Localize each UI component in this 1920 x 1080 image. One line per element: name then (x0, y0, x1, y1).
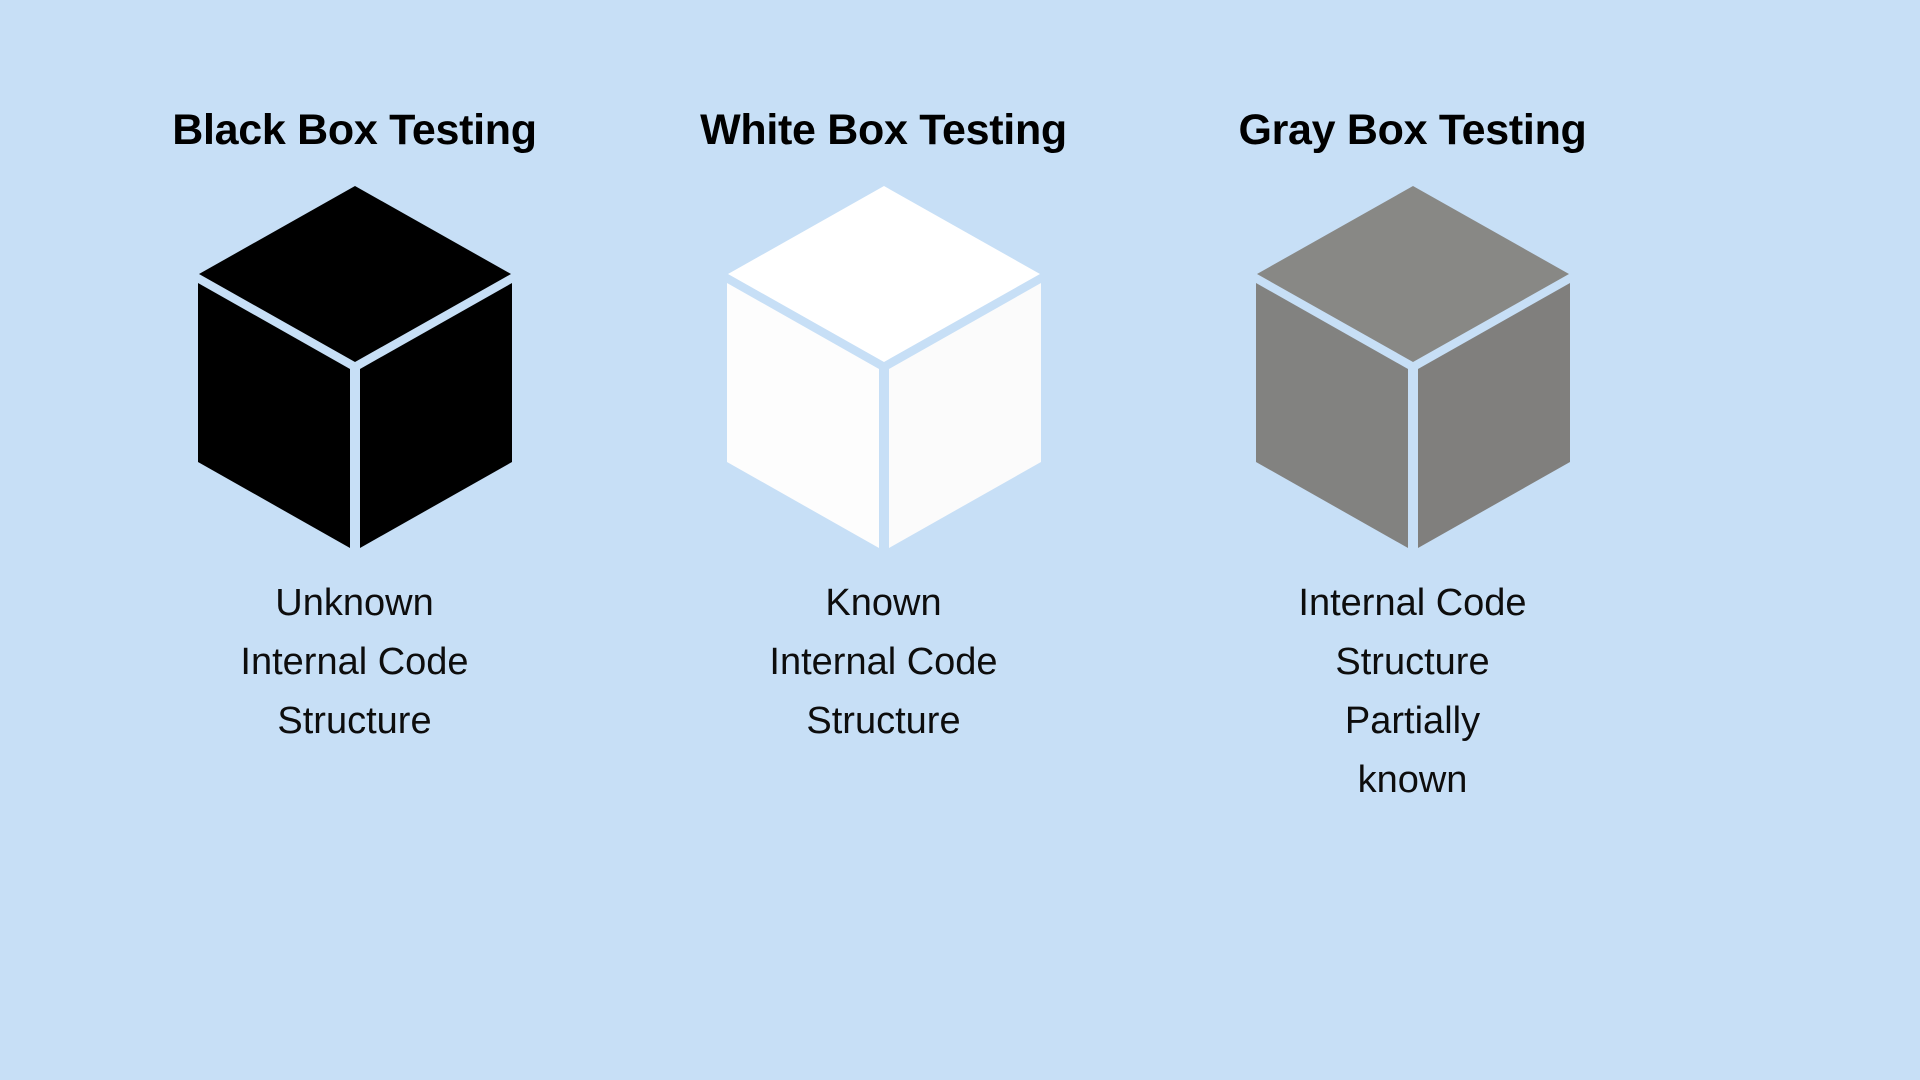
isometric-cube-icon (1255, 186, 1570, 548)
cube-black-box (195, 182, 515, 552)
cube-top-face-black (198, 186, 511, 362)
caption-white-box: Known Internal Code Structure (674, 574, 1094, 751)
cube-left-face-white (726, 283, 879, 548)
caption-line: Unknown (275, 582, 434, 624)
caption-gray-box: Internal Code Structure Partially known (1203, 574, 1623, 810)
cube-left-face-gray (1255, 283, 1408, 548)
cube-right-face-black (359, 283, 512, 548)
cube-left-face-black (197, 283, 350, 548)
caption-line: known (1357, 758, 1468, 801)
cube-right-face-gray (1417, 283, 1570, 548)
testing-type-column-white-box: White Box Testing Known Internal Code St… (617, 0, 1150, 751)
caption-black-box: Unknown Internal Code Structure (145, 574, 565, 751)
caption-line: Internal Code (240, 640, 469, 683)
isometric-cube-icon (726, 186, 1041, 548)
caption-line: Internal Code (1298, 582, 1527, 624)
column-title-gray-box: Gray Box Testing (1238, 106, 1587, 154)
caption-line: Partially (1344, 699, 1481, 742)
caption-line: Structure (806, 699, 961, 742)
cube-top-face-gray (1256, 186, 1569, 362)
cube-gray-box (1253, 182, 1573, 552)
column-title-white-box: White Box Testing (700, 106, 1067, 154)
caption-line: Structure (277, 699, 432, 742)
cube-top-face-white (727, 186, 1040, 362)
caption-line: Structure (1335, 640, 1490, 683)
cube-white-box (724, 182, 1044, 552)
caption-line: Internal Code (769, 640, 998, 683)
column-title-black-box: Black Box Testing (172, 106, 537, 154)
caption-line: Known (825, 582, 942, 624)
cube-right-face-white (888, 283, 1041, 548)
testing-type-column-black-box: Black Box Testing Unknown Internal Code … (88, 0, 621, 751)
testing-type-column-gray-box: Gray Box Testing Internal Code Structure… (1146, 0, 1679, 810)
isometric-cube-icon (197, 186, 512, 548)
